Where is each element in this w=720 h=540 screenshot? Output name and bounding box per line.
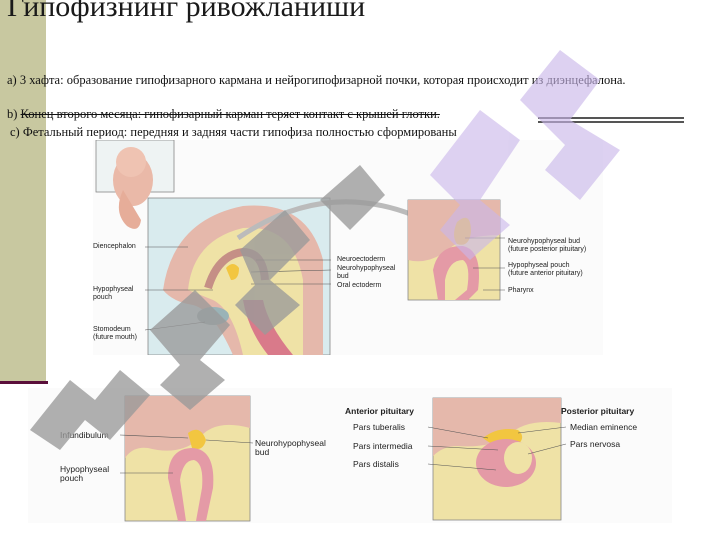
label-infundibulum: Infundibulum — [60, 430, 109, 440]
label-neurohypophyseal-bud-posterior: Neurohypophyseal bud (future posterior p… — [508, 238, 587, 253]
label-neuroectoderm: Neuroectoderm — [337, 256, 386, 263]
label-neurohypophyseal-bud: Neurohypophyseal bud — [337, 265, 396, 280]
label-posterior-pituitary: Posterior pituitary — [561, 406, 635, 416]
label-median-eminence: Median eminence — [570, 422, 638, 432]
label-diencephalon: Diencephalon — [93, 243, 136, 250]
decor-rule-2 — [538, 121, 684, 123]
label-pars-distalis: Pars distalis — [353, 459, 399, 469]
label-pars-tuberalis: Pars tuberalis — [353, 422, 405, 432]
label-pars-intermedia: Pars intermedia — [353, 441, 413, 451]
paragraph-a: a) 3 хафта: образование гипофизарного ка… — [7, 73, 626, 87]
paragraph-b-struck: Конец второго месяца: гипофизарный карма… — [20, 107, 440, 121]
left-decor-accent — [0, 381, 48, 384]
label-hypophyseal-pouch-anterior: Hypophyseal pouch (future anterior pitui… — [508, 262, 583, 277]
label-hypophyseal-pouch: Hypophyseal pouch — [93, 286, 134, 301]
left-decor-bar — [0, 0, 46, 384]
pituitary-development-figure-top: Diencephalon Hypophyseal pouch Stomodeum… — [93, 139, 603, 356]
paragraph-c: c) Фетальный период: передняя и задняя ч… — [10, 125, 457, 139]
decor-rule — [538, 117, 684, 119]
pituitary-development-figure-bottom: Infundibulum Hypophyseal pouch Neurohypo… — [28, 388, 672, 523]
slide-title: Гипофизнинг ривожланиши — [7, 0, 366, 23]
label-anterior-pituitary: Anterior pituitary — [345, 406, 414, 416]
label-hypophyseal-pouch-bottom: Hypophyseal pouch — [60, 464, 110, 483]
bottom-figure-illustration — [119, 395, 567, 522]
paragraph-b-prefix: b) — [7, 107, 21, 121]
label-oral-ectoderm: Oral ectoderm — [337, 282, 382, 289]
label-stomodeum: Stomodeum (future mouth) — [93, 326, 137, 341]
label-neurohypophyseal-bud-bottom: Neurohypophyseal bud — [255, 438, 326, 457]
label-pharynx: Pharynx — [508, 287, 534, 294]
label-pars-nervosa: Pars nervosa — [570, 439, 621, 449]
paragraph-b: b) Конец второго месяца: гипофизарный ка… — [7, 106, 440, 123]
